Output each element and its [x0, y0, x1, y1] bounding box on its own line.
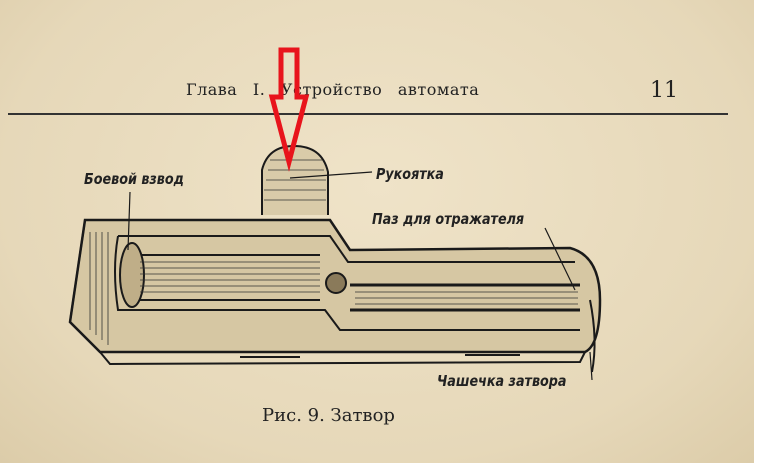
- red-arrow-annotation: [268, 47, 310, 172]
- label-ejector-groove: Паз для отражателя: [372, 210, 525, 228]
- running-header: Глава I. Устройство автомата: [186, 80, 480, 99]
- label-handle: Рукоятка: [376, 165, 444, 183]
- page-number: 11: [650, 78, 678, 103]
- header-rule: [8, 113, 728, 115]
- page-edge: [754, 0, 758, 463]
- label-bolt-face: Чашечка затвора: [437, 372, 567, 390]
- label-cocking-notch: Боевой взвод: [84, 170, 184, 188]
- figure-caption: Рис. 9. Затвор: [262, 405, 395, 426]
